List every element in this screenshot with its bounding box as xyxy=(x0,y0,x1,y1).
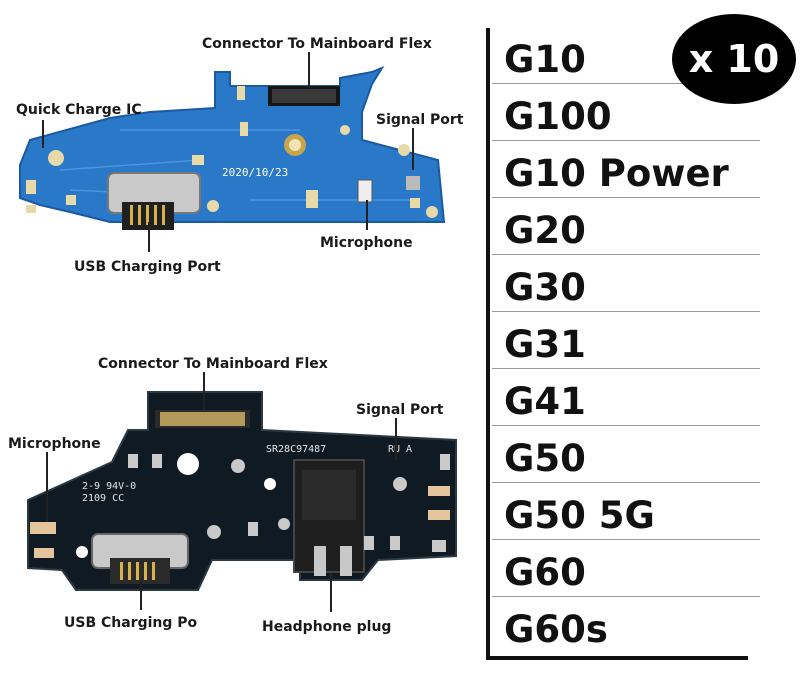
leader-usb-top xyxy=(148,222,150,252)
silk-rev: RU A xyxy=(388,444,412,455)
label-connector-bottom: Connector To Mainboard Flex xyxy=(98,356,328,372)
divider xyxy=(492,368,760,369)
model-list-border-bottom xyxy=(486,656,748,660)
divider xyxy=(492,482,760,483)
leader-connector-bottom xyxy=(203,372,205,410)
silk-code: SR28C97487 xyxy=(266,444,326,455)
leader-mic-bottom xyxy=(46,452,48,522)
label-signal-bottom: Signal Port xyxy=(356,402,444,418)
model-g20: G20 xyxy=(504,209,586,252)
divider xyxy=(492,83,760,84)
model-g10: G10 xyxy=(504,38,586,81)
leader-mic-top xyxy=(366,200,368,230)
leader-qc-top xyxy=(42,120,44,148)
model-g50-5g: G50 5G xyxy=(504,494,655,537)
divider xyxy=(492,425,760,426)
model-g60s: G60s xyxy=(504,608,608,651)
model-g100: G100 xyxy=(504,95,612,138)
leader-headphone-bottom xyxy=(330,574,332,612)
label-connector-top: Connector To Mainboard Flex xyxy=(202,36,432,52)
divider xyxy=(492,311,760,312)
bottom-charging-board: SR28C97487 RU A 2-9 94V-0 2109 CC xyxy=(27,391,457,591)
silk-line2: 2109 CC xyxy=(82,493,124,504)
label-usb-top: USB Charging Port xyxy=(74,259,221,275)
model-g41: G41 xyxy=(504,380,586,423)
label-quick-charge: Quick Charge IC xyxy=(16,102,142,118)
divider xyxy=(492,254,760,255)
leader-signal-top xyxy=(412,128,414,170)
mount-hole xyxy=(177,453,199,475)
divider xyxy=(492,596,760,597)
silk-line1: 2-9 94V-0 xyxy=(82,481,136,492)
label-mic-top: Microphone xyxy=(320,235,413,251)
leader-signal-bottom xyxy=(395,418,397,460)
model-g60: G60 xyxy=(504,551,586,594)
model-g10-power: G10 Power xyxy=(504,152,729,195)
leader-usb-bottom xyxy=(140,580,142,610)
model-g31: G31 xyxy=(504,323,586,366)
model-g50: G50 xyxy=(504,437,586,480)
leader-connector-top xyxy=(308,52,310,88)
top-charging-board: 2020/10/23 xyxy=(19,65,446,230)
model-list-border-left xyxy=(486,28,490,660)
label-signal-top: Signal Port xyxy=(376,112,464,128)
quantity-badge: x 10 xyxy=(672,14,796,104)
divider xyxy=(492,197,760,198)
label-headphone: Headphone plug xyxy=(262,619,392,635)
label-usb-bottom: USB Charging Po xyxy=(64,615,198,631)
divider xyxy=(492,539,760,540)
label-mic-bottom: Microphone xyxy=(8,436,101,452)
model-g30: G30 xyxy=(504,266,586,309)
divider xyxy=(492,140,760,141)
silkscreen-date: 2020/10/23 xyxy=(222,166,288,179)
